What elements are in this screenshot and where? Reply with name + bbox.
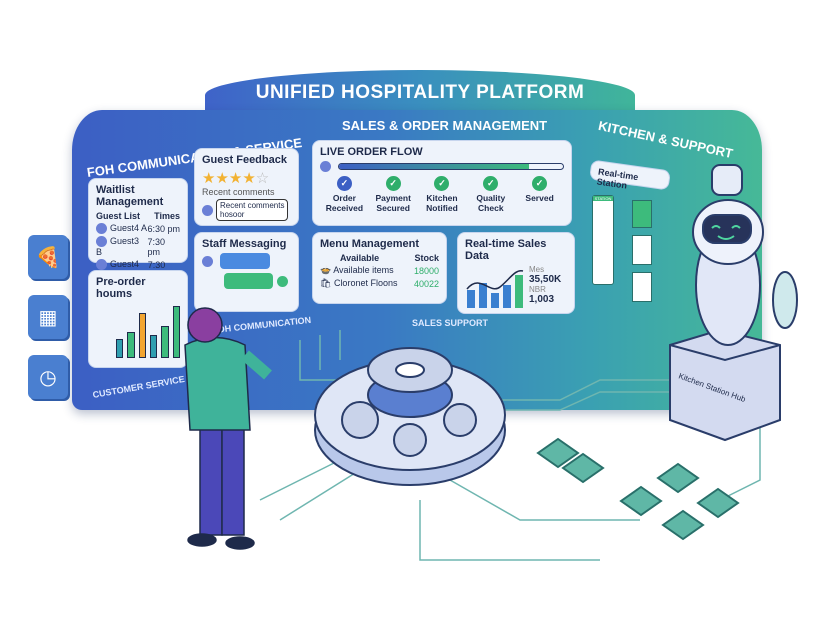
sales-chart <box>466 270 524 308</box>
guest-list-header: Guest List <box>96 211 141 221</box>
step-kitchen-notified: ✓Kitchen Notified <box>426 176 458 213</box>
check-icon: ✓ <box>434 176 450 191</box>
check-icon: ✓ <box>532 176 548 191</box>
avatar-icon <box>202 204 213 216</box>
guest-name: Guest3 B <box>96 236 140 258</box>
preorder-bar <box>138 312 146 358</box>
menu-stock: 18000 <box>413 265 439 276</box>
avatar-icon <box>96 236 107 248</box>
metric-label: NBR <box>529 285 546 294</box>
chat-bubble <box>220 253 270 269</box>
chat-bubble <box>224 273 274 289</box>
guest-time: 7:30 pm <box>147 236 166 257</box>
metric-value: 1,003 <box>529 294 555 305</box>
step-order-received: ✓Order Received <box>325 176 364 213</box>
menu-stock: 40022 <box>413 278 439 289</box>
order-flow-title: LIVE ORDER FLOW <box>320 146 423 158</box>
comment-title: Recent comments <box>220 201 285 210</box>
station-ticket <box>632 272 652 302</box>
live-order-flow-card: LIVE ORDER FLOW ✓Order Received ✓Payment… <box>312 140 572 226</box>
check-icon: ✓ <box>385 176 401 191</box>
clock-icon[interactable]: ◷ <box>28 355 68 399</box>
station-ticket <box>632 235 652 265</box>
preorder-bar <box>172 306 180 358</box>
person-figure <box>184 307 272 550</box>
chef-robot <box>692 164 798 346</box>
guest-feedback-card: Guest Feedback ★★★★☆ Recent comments Rec… <box>194 148 299 226</box>
metric-label: Mes <box>529 265 545 274</box>
metric-value: 35,50K <box>529 274 562 285</box>
gear-icon <box>393 423 427 457</box>
star-rating: ★★★★☆ <box>202 170 270 187</box>
guest-time: 6:30 pm <box>147 223 180 234</box>
staff-messaging-title: Staff Messaging <box>202 238 287 250</box>
sales-data-title: Real-time Sales Data <box>465 238 547 262</box>
staff-messaging-card: Staff Messaging <box>194 232 299 312</box>
comment-body: hosoor <box>220 210 245 219</box>
avatar-icon <box>320 161 331 172</box>
preorder-bar <box>116 338 124 358</box>
menu-title: Menu Management <box>320 238 420 250</box>
sales-support-label: SALES SUPPORT <box>412 318 489 328</box>
avatar-icon <box>96 223 107 235</box>
check-icon: ✓ <box>483 176 499 191</box>
station-ticket <box>632 200 652 228</box>
step-quality-check: ✓Quality Check <box>476 176 506 213</box>
platform-title-banner: UNIFIED HOSPITALITY PLATFORM <box>205 70 635 112</box>
gear-icon <box>443 403 477 437</box>
waitlist-row[interactable]: Guest3 B 7:30 pm <box>96 236 180 257</box>
order-steps: ✓Order Received ✓Payment Secured ✓Kitche… <box>320 176 564 213</box>
feedback-title: Guest Feedback <box>202 154 287 166</box>
check-icon: ✓ <box>336 176 352 191</box>
sales-section-title: SALES & ORDER MANAGEMENT <box>342 118 548 133</box>
preorder-bar <box>161 325 169 358</box>
order-progress-bar <box>338 163 564 170</box>
preorder-chart-card: Pre-order houms <box>88 270 188 368</box>
available-header: Available <box>340 253 380 263</box>
pizza-icon[interactable]: 🍕 <box>28 235 68 279</box>
chef-hat-icon <box>711 164 743 196</box>
avatar-icon <box>277 275 288 287</box>
menu-item: Available items <box>333 265 394 275</box>
guest-name: Guest4 A <box>110 223 148 233</box>
times-header: Times <box>154 211 180 221</box>
stock-header: Stock <box>414 253 439 263</box>
kitchen-station-hub <box>669 328 781 442</box>
step-served: ✓Served <box>525 176 554 203</box>
menu-item: Cloronet Floons <box>333 278 398 288</box>
avatar-icon <box>202 255 213 267</box>
station-ticket-column: STATION <box>592 195 614 285</box>
preorder-bar <box>127 332 135 358</box>
feedback-subtitle: Recent comments <box>202 187 275 197</box>
avatar-icon <box>96 259 107 271</box>
step-payment-secured: ✓Payment Secured <box>375 176 411 213</box>
preorder-bar <box>149 335 158 358</box>
preorder-title: Pre-order houms <box>96 276 146 300</box>
waitlist-title: Waitlist Management <box>96 184 164 208</box>
preorder-bar-chart <box>116 303 180 358</box>
gear-icon <box>341 401 379 439</box>
calendar-icon[interactable]: ▦ <box>28 295 68 339</box>
